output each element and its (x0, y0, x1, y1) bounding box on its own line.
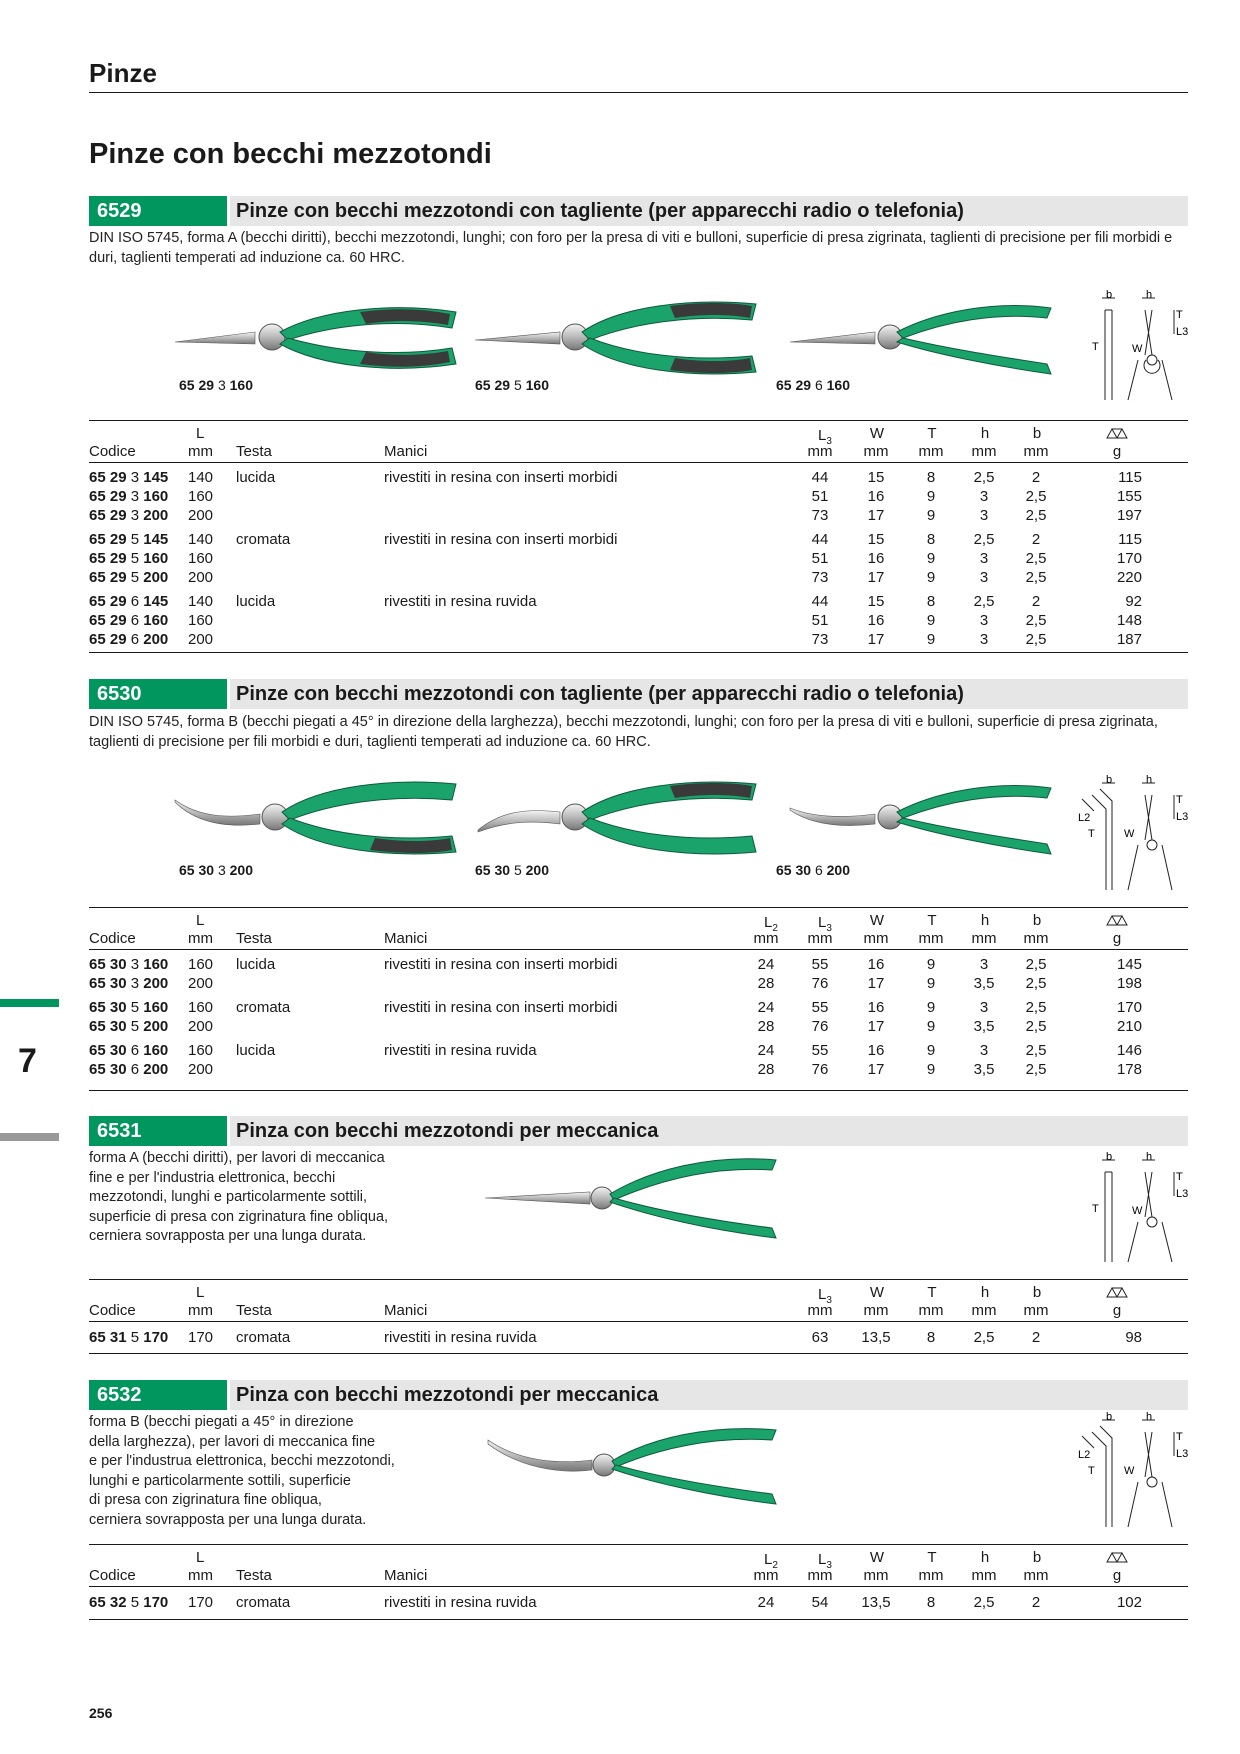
diagram-label-L2: L2 (1078, 812, 1090, 824)
diagram-label-T: T (1176, 1431, 1183, 1443)
diagram-label-b: b (1106, 290, 1112, 301)
pliers-image-6531 (484, 1158, 777, 1239)
diagram-label-L3: L3 (1176, 326, 1188, 338)
section-header-6529: 6529 Pinze con becchi mezzotondi con tag… (89, 196, 1188, 226)
pliers-image-6529-6 (789, 305, 1052, 375)
pliers-image-6529-3 (174, 307, 457, 369)
chapter-title: Pinze (89, 58, 157, 88)
diagram-label-h: h (1146, 290, 1152, 301)
diagram-label-T: T (1176, 309, 1183, 321)
diagram-label-T2: T (1092, 341, 1099, 353)
weight-icon (1106, 1551, 1128, 1563)
table-rule-bottom (89, 1619, 1188, 1620)
product-code: 65 30 3 200 (89, 974, 169, 992)
image-label: 65 29 3 160 (179, 377, 253, 393)
product-code: 65 30 6 160 (89, 1042, 169, 1059)
section-description: forma A (becchi diritti), per lavori di … (89, 1150, 389, 1244)
product-code: 65 29 5 160 (89, 550, 169, 567)
table-rule-bottom (89, 1090, 1188, 1091)
diagram-label-W: W (1132, 1205, 1143, 1217)
chapter-rule (89, 92, 1188, 93)
diagram-label-T: T (1176, 794, 1183, 806)
side-tab-marker-gray (0, 1133, 59, 1141)
diagram-label-L3: L3 (1176, 811, 1188, 823)
image-label: 65 30 6 200 (776, 862, 850, 878)
diagram-label-b: b (1106, 775, 1112, 786)
diagram-label-T: T (1176, 1171, 1183, 1183)
dimension-diagram-b: b h T L3 L2 T W (1078, 1412, 1188, 1528)
product-code: 65 29 6 145 (89, 593, 169, 610)
weight-icon (1106, 914, 1128, 926)
diagram-label-h: h (1146, 775, 1152, 786)
image-label: 65 29 5 160 (475, 377, 549, 393)
table-rule-bottom (89, 652, 1188, 653)
product-code: 65 29 6 200 (89, 631, 169, 648)
product-code: 65 30 3 160 (89, 956, 169, 973)
product-code: 65 30 6 200 (89, 1060, 169, 1078)
page-number: 256 (89, 1705, 113, 1721)
image-label: 65 30 5 200 (475, 862, 549, 878)
dimension-diagram-a: b h T L3 T W (1092, 1152, 1188, 1263)
diagram-label-W: W (1124, 828, 1135, 840)
product-code: 65 30 5 200 (89, 1017, 169, 1035)
table-rule-head (89, 462, 1188, 463)
section-description: forma B (becchi piegati a 45° in direzio… (89, 1414, 395, 1528)
table-rule-head (89, 1321, 1188, 1322)
side-tab-marker (0, 999, 59, 1007)
dimension-diagram-a: b h T L3 T W (1092, 290, 1188, 401)
pliers-image-6529-5 (474, 301, 757, 375)
image-label: 65 29 6 160 (776, 377, 850, 393)
section-code: 6531 (89, 1116, 227, 1146)
section-title: Pinze con becchi mezzotondi con taglient… (230, 679, 1188, 709)
section-title: Pinza con becchi mezzotondi per meccanic… (230, 1116, 1188, 1146)
section-title: Pinza con becchi mezzotondi per meccanic… (230, 1380, 1188, 1410)
product-code: 65 29 3 145 (89, 469, 169, 486)
diagram-label-L3: L3 (1176, 1448, 1188, 1460)
diagram-label-b: b (1106, 1152, 1112, 1163)
section-header-6531: 6531 Pinza con becchi mezzotondi per mec… (89, 1116, 1188, 1146)
pliers-image-6530-6 (789, 785, 1052, 855)
section-header-6532: 6532 Pinza con becchi mezzotondi per mec… (89, 1380, 1188, 1410)
section-description: DIN ISO 5745, forma A (becchi diritti), … (89, 230, 1173, 266)
pliers-image-6530-5 (477, 781, 757, 855)
pliers-image-6532 (487, 1428, 777, 1505)
section-description: DIN ISO 5745, forma B (becchi piegati a … (89, 714, 1158, 750)
product-code: 65 29 3 200 (89, 507, 169, 524)
section-code: 6532 (89, 1380, 227, 1410)
product-code: 65 29 5 200 (89, 569, 169, 586)
diagram-label-T2: T (1088, 1465, 1095, 1477)
table-rule-head (89, 1586, 1188, 1587)
table-rule-top (89, 1544, 1188, 1545)
table-rule-top (89, 1279, 1188, 1280)
diagram-label-b: b (1106, 1412, 1112, 1423)
page-heading: Pinze con becchi mezzotondi (89, 138, 492, 170)
product-code: 65 29 3 160 (89, 488, 169, 505)
diagram-label-L3: L3 (1176, 1188, 1188, 1200)
diagram-label-h: h (1146, 1412, 1152, 1423)
table-rule-head (89, 949, 1188, 950)
diagram-label-T2: T (1092, 1203, 1099, 1215)
section-code: 6529 (89, 196, 227, 226)
section-code: 6530 (89, 679, 227, 709)
image-label: 65 30 3 200 (179, 862, 253, 878)
dimension-diagram-b: b h T L3 L2 T W (1078, 775, 1188, 891)
side-tab-number: 7 (18, 1042, 37, 1080)
weight-icon (1106, 1286, 1128, 1298)
product-code: 65 30 5 160 (89, 999, 169, 1016)
product-code: 65 29 5 145 (89, 531, 169, 548)
section-title: Pinze con becchi mezzotondi con taglient… (230, 196, 1188, 226)
section-header-6530: 6530 Pinze con becchi mezzotondi con tag… (89, 679, 1188, 709)
pliers-image-6530-3 (174, 781, 457, 855)
table-rule-top (89, 420, 1188, 421)
weight-icon (1106, 427, 1128, 439)
diagram-label-L2: L2 (1078, 1449, 1090, 1461)
diagram-label-W: W (1132, 343, 1143, 355)
table-rule-top (89, 907, 1188, 908)
diagram-label-W: W (1124, 1465, 1135, 1477)
table-rule-bottom (89, 1353, 1188, 1354)
product-code: 65 29 6 160 (89, 612, 169, 629)
diagram-label-h: h (1146, 1152, 1152, 1163)
diagram-label-T2: T (1088, 828, 1095, 840)
